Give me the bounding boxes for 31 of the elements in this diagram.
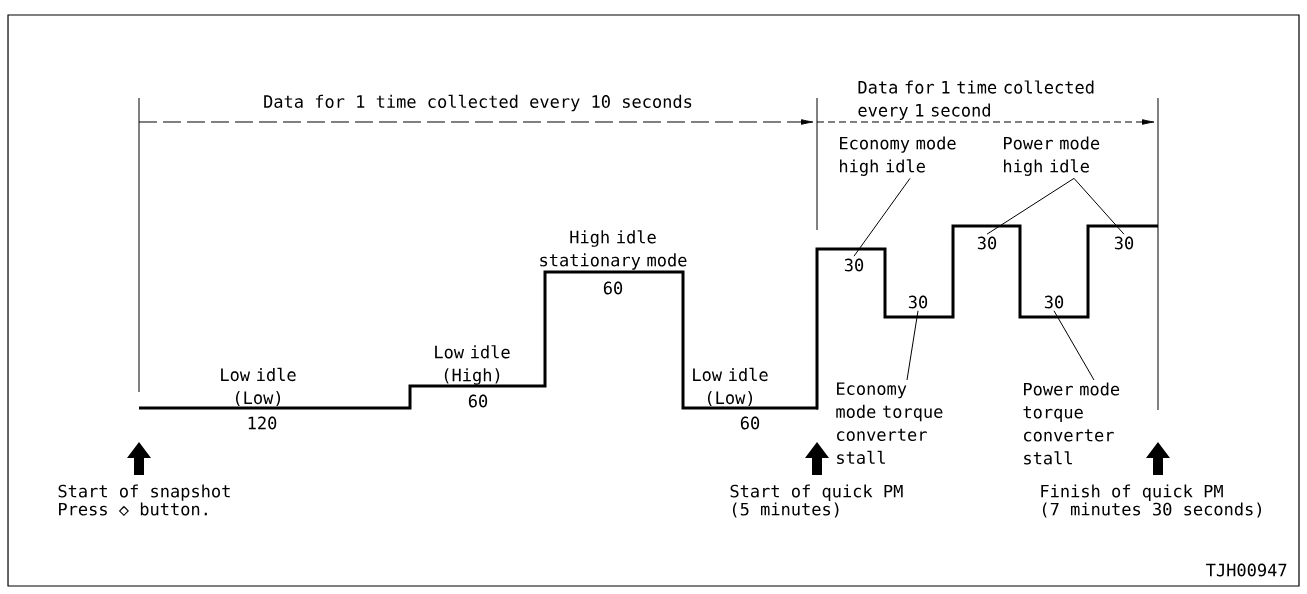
text-label: Low idle (Low): [221, 367, 296, 407]
value-label: 120: [248, 416, 277, 430]
text-label: Low idle (High): [435, 345, 510, 385]
text-label: (5 minutes): [732, 502, 839, 518]
text-label: Start of quick PM: [730, 484, 903, 501]
value-label: 30: [844, 258, 864, 272]
value-label: 60: [468, 394, 488, 408]
leader-line: [1053, 310, 1095, 381]
text-label: (7 minutes 30 seconds): [1042, 502, 1261, 518]
text-label: Press ◇ button.: [59, 502, 207, 516]
text-label: Data for 1 time collected every 10 seconds: [264, 94, 692, 112]
text-label: Low idle (Low): [693, 367, 768, 407]
callout-text: Economy mode torque converter stall: [836, 382, 943, 465]
text-label: Finish of quick PM: [1041, 484, 1223, 501]
value-label: 30: [1044, 295, 1064, 309]
leader-line: [906, 310, 919, 381]
figure-code: TJH00947: [1206, 563, 1287, 577]
value-label: 60: [740, 416, 760, 430]
text-label: Start of snapshot: [58, 484, 230, 501]
text-label: High idle stationary mode: [540, 230, 687, 270]
text-label: Data for 1 time collected every 1 second: [858, 80, 1094, 120]
leader-line: [1073, 177, 1125, 235]
callout-text: Power mode high idle: [1004, 136, 1100, 176]
value-label: 30: [1114, 236, 1134, 250]
value-label: 60: [603, 281, 623, 295]
value-label: 30: [977, 236, 997, 250]
callout-text: Economy mode high idle: [840, 136, 956, 176]
value-label: 30: [908, 295, 928, 309]
callout-text: Power mode torque converter stall: [1023, 382, 1120, 465]
leader-line: [853, 177, 911, 257]
leader-line: [986, 177, 1075, 235]
